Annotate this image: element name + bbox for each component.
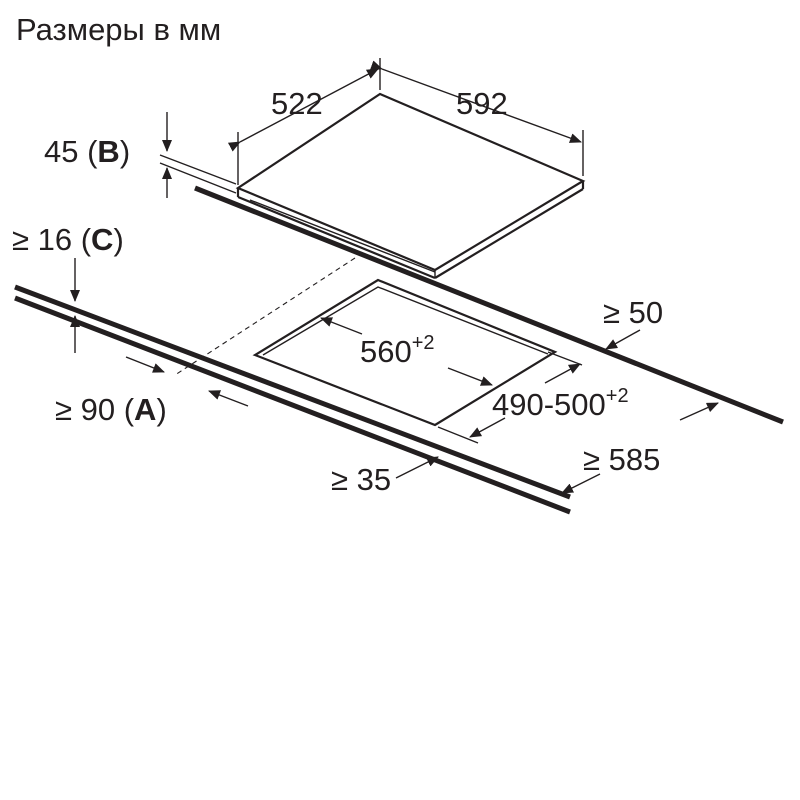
hob-right-bottom-edge [434, 188, 584, 279]
dim-hob-depth: 522 [227, 58, 381, 185]
rear-clearance-label: ≥ 50 [603, 295, 663, 330]
hob-depth-label: 522 [271, 86, 323, 121]
dim-hob-height: 45 (B) [44, 112, 237, 198]
worktop-depth-label: ≥ 585 [583, 442, 660, 477]
cutout-outer [252, 278, 558, 427]
worktop-cutout [252, 278, 558, 427]
dim-front-clearance: ≥ 90 (A) [55, 356, 249, 427]
worktop-thickness-label: ≥ 16 (C) [12, 222, 124, 257]
front-clearance-label: ≥ 90 (A) [55, 392, 167, 427]
worktop [14, 185, 784, 515]
hob-appliance [235, 92, 586, 280]
dim-hob-width: 592 [369, 60, 584, 176]
hob-height-label: 45 (B) [44, 134, 130, 169]
cutout-depth-label: 490-500+2 [492, 385, 629, 422]
dim-side-clearance: ≥ 35 [331, 456, 439, 497]
dim-rear-clearance: ≥ 50 [603, 295, 663, 350]
hob-front-bottom-edge [237, 195, 436, 280]
dim-worktop-depth: ≥ 585 [561, 402, 719, 494]
dim-cutout-depth: 490-500+2 [437, 351, 629, 444]
diagram-title: Размеры в мм [16, 12, 221, 47]
worktop-rear-edge [194, 185, 784, 425]
side-clearance-label: ≥ 35 [331, 462, 391, 497]
dim-cutout-width: 560+2 [320, 317, 493, 386]
dim-worktop-thickness: ≥ 16 (C) [12, 222, 124, 353]
cutout-width-label: 560+2 [360, 332, 435, 369]
hob-width-label: 592 [456, 86, 508, 121]
worktop-front-bottom-edge [14, 295, 571, 515]
cutout-inner-rear [262, 286, 549, 356]
worktop-front-top-edge [14, 284, 571, 500]
